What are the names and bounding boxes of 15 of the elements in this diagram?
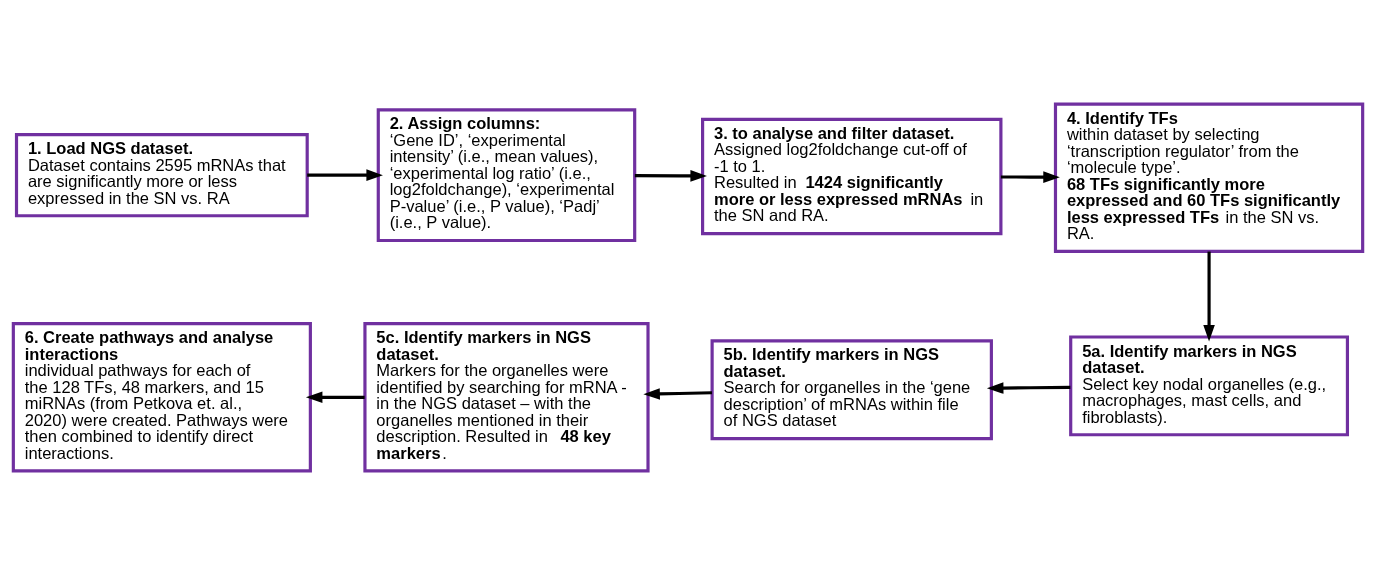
arrow <box>305 391 365 403</box>
node-box: 5a. Identify markers in NGS dataset. Select key nodal organelles (e.g., macrophages, mast cells, and fibroblasts). <box>1069 334 1349 436</box>
node-box: 3. to analyse and filter dataset. Assigned log2foldchange cut-off of -1 to 1. Resulted in 1424 significantly more or less expressed mRNAs in the SN and RA. <box>701 117 1003 235</box>
node-box: 5c. Identify markers in NGS dataset. Markers for the organelles were identified by searching for mRNA - in the NGS dataset – with the organelles mentioned in their description. Resulted in 48 key markers. <box>363 321 650 472</box>
arrow <box>643 387 712 400</box>
arrow <box>1203 251 1215 341</box>
arrow <box>986 381 1071 394</box>
arrow <box>307 168 383 181</box>
node-box: 6. Create pathways and analyse interactions individual pathways for each of the 128 TFs, 48 markers, and 15 miRNAs (from Petkova et. al., 2020) were created. Pathways were then combined to identify direct interactions. <box>11 321 312 472</box>
node-box: 4. Identify TFs within dataset by selecting ‘transcription regulator’ from the ‘molecule type’. 68 TFs significantly more expressed and 60 TFs significantly less expressed TFs in the SN vs. RA. <box>1053 102 1365 253</box>
node-box: 1. Load NGS dataset. Dataset contains 2595 mRNAs that are significantly more or less expressed in the SN vs. RA <box>14 132 309 217</box>
arrow <box>1000 170 1060 183</box>
node-box: 2. Assign columns: ‘Gene ID’, ‘experimental intensity’ (i.e., mean values), ‘experimental log ratio’ (i.e., log2foldchange), ‘experimental P-value’ (i.e., P value), ‘Padj’ (i.e., P value). <box>376 107 637 242</box>
arrow <box>634 169 707 182</box>
node-box: 5b. Identify markers in NGS dataset. Search for organelles in the ‘gene description’ of mRNAs within file of NGS dataset <box>710 338 993 440</box>
